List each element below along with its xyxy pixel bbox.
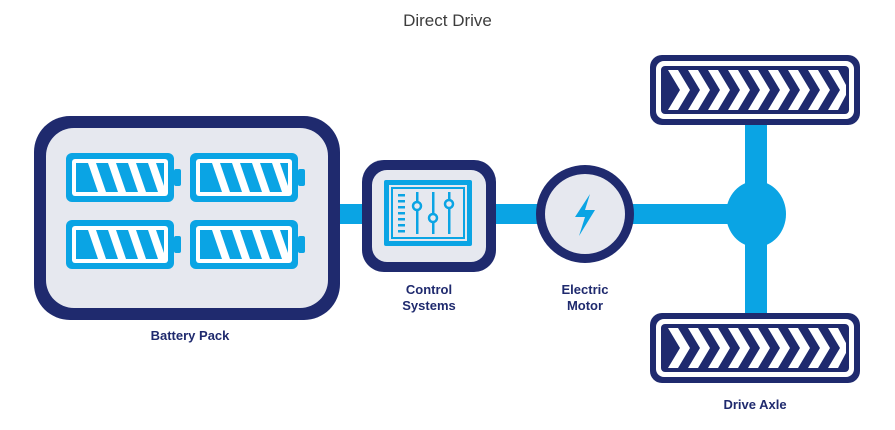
connector-battery-control bbox=[338, 204, 368, 224]
electric-motor-label-line1: Electric bbox=[561, 282, 609, 297]
lightning-bolt-icon bbox=[575, 194, 595, 236]
connector-motor-axle bbox=[633, 204, 733, 224]
differential bbox=[726, 181, 786, 247]
battery-pack bbox=[34, 116, 340, 320]
electric-motor-label-line2: Motor bbox=[566, 298, 604, 313]
control-systems-label-line2: Systems bbox=[402, 298, 456, 313]
drive-axle-label-text: Drive Axle bbox=[723, 397, 787, 412]
control-systems-box bbox=[362, 160, 496, 272]
equalizer-sliders-icon bbox=[384, 180, 472, 246]
connector-control-motor bbox=[494, 204, 540, 224]
drive-axle-label: Drive Axle bbox=[690, 397, 820, 413]
electric-motor bbox=[536, 165, 634, 263]
battery-pack-label: Battery Pack bbox=[120, 328, 260, 344]
control-systems-label: Control Systems bbox=[372, 282, 486, 314]
electric-motor-label: Electric Motor bbox=[535, 282, 635, 314]
control-systems-label-line1: Control bbox=[405, 282, 453, 297]
diagram-title: Direct Drive bbox=[403, 11, 492, 30]
battery-pack-label-text: Battery Pack bbox=[150, 328, 230, 343]
drive-axle bbox=[650, 55, 860, 383]
